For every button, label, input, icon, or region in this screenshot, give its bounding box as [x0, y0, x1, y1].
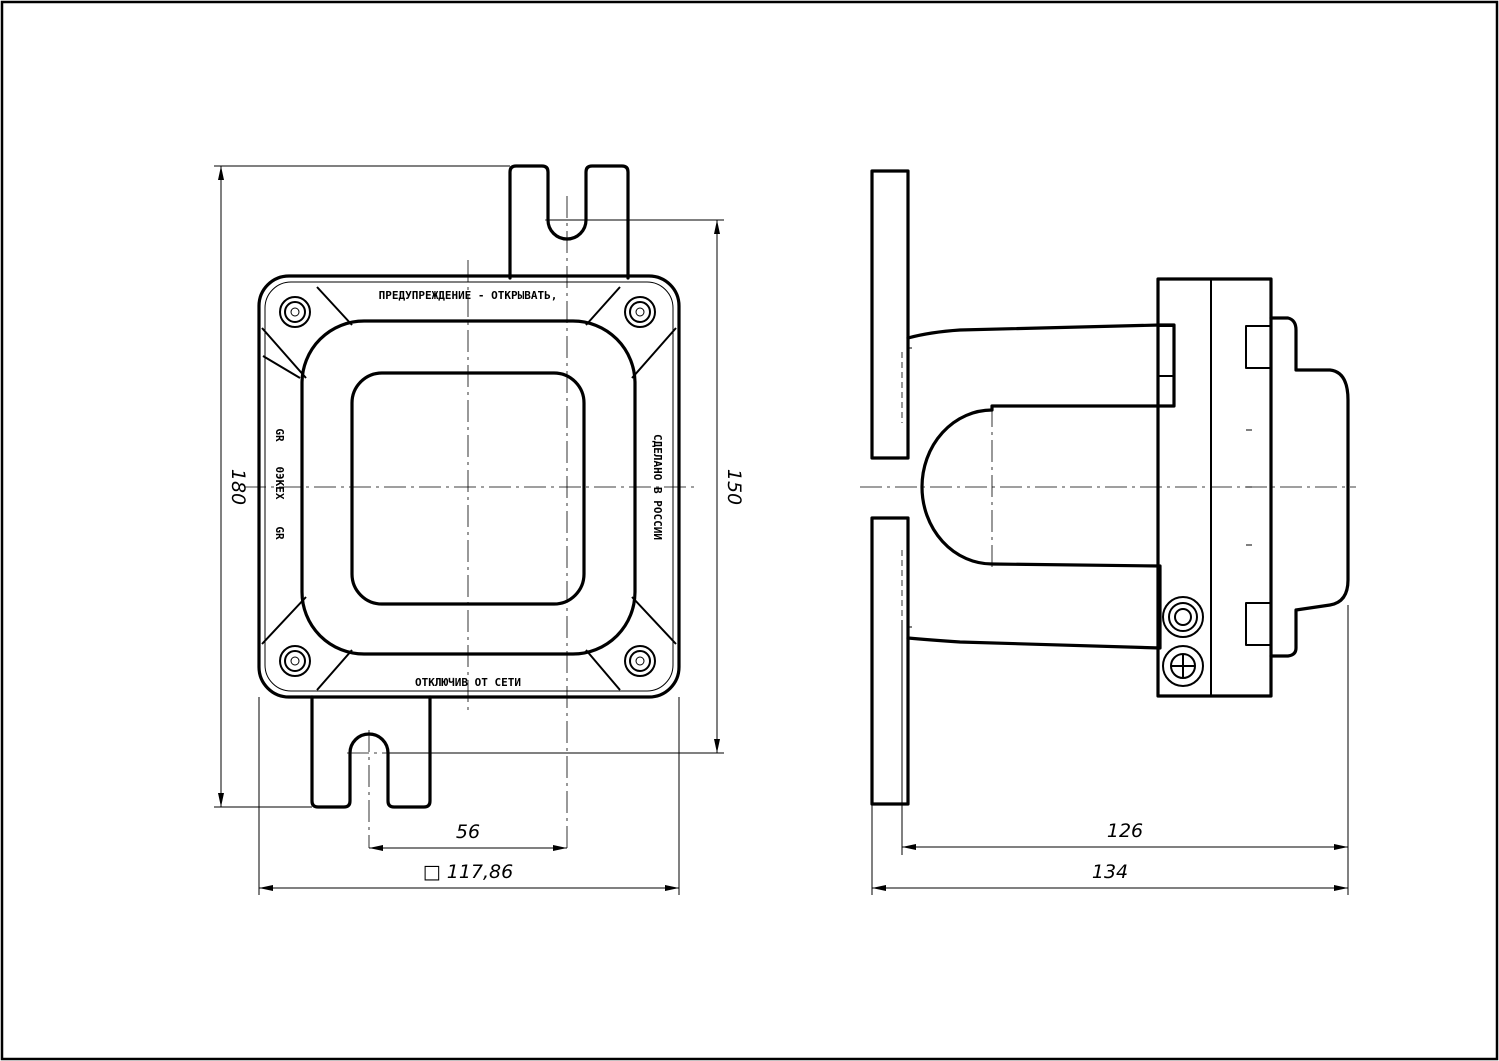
ground-screw-lower [1162, 645, 1204, 687]
housing-inner-outline [264, 281, 674, 692]
side-body [906, 323, 1176, 650]
marking-left: 0ЭКЕХ [273, 466, 286, 499]
top-bracket [508, 164, 630, 280]
dim-134: 134 [1092, 861, 1128, 883]
logo-bottom-left: GR [273, 526, 286, 540]
mounting-plate [870, 169, 910, 806]
housing-outline [257, 274, 681, 699]
dim-150: 150 [723, 469, 745, 505]
screw-bottom-right [624, 645, 656, 677]
front-dimensions: 180 150 56 □ 117,86 [214, 165, 745, 895]
bottom-bracket [310, 695, 432, 809]
dim-117-86: □ 117,86 [423, 861, 513, 883]
screw-top-right [624, 296, 656, 328]
side-view [860, 169, 1356, 806]
corner-chamfers [261, 286, 677, 691]
housing-block [1156, 277, 1273, 698]
screw-top-left [279, 296, 311, 328]
side-body-edge [908, 347, 912, 628]
lug-top [1245, 325, 1272, 369]
cover-profile [1269, 316, 1350, 658]
dim-56: 56 [456, 821, 480, 843]
front-view: ПРЕДУПРЕЖДЕНИЕ - ОТКРЫВАТЬ, ОТКЛЮЧИВ ОТ … [244, 164, 694, 848]
screw-bottom-left [279, 645, 311, 677]
cover-outline [300, 319, 637, 656]
dim-126: 126 [1107, 820, 1143, 842]
dim-180: 180 [227, 469, 249, 505]
lug-bottom [1245, 602, 1272, 646]
clamp-top [1157, 325, 1175, 377]
ground-screw-upper [1162, 596, 1204, 638]
logo-top-left: GR [273, 428, 286, 442]
side-dimensions: 126 134 [871, 605, 1349, 895]
